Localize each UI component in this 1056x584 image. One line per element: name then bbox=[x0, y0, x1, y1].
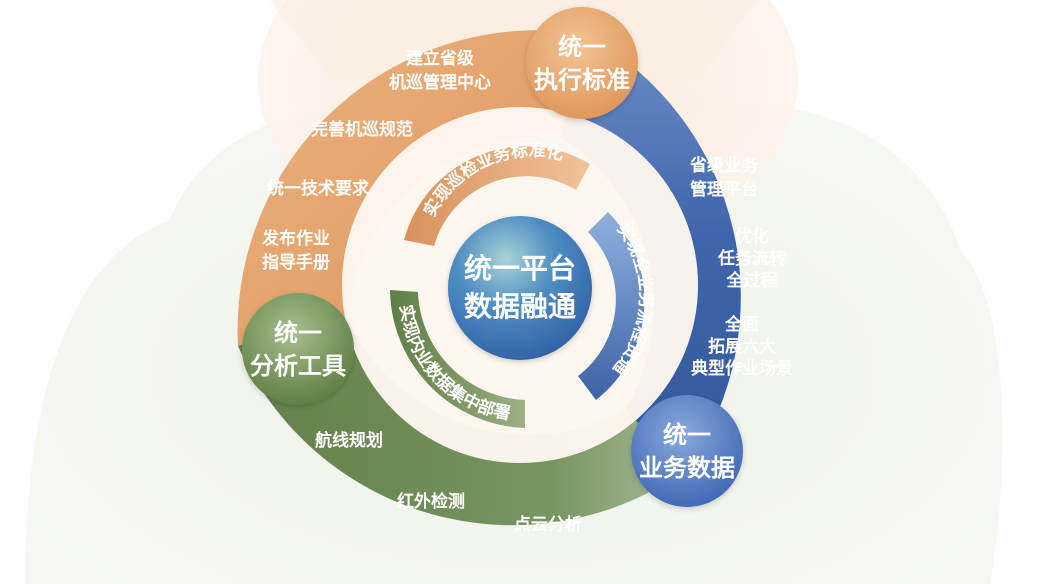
orange-item-2-line1: 完善机巡规范 bbox=[311, 119, 413, 140]
blue-item-2-line1: 优化 bbox=[735, 226, 769, 247]
blue-item-3-line3: 典型作业场景 bbox=[691, 358, 793, 379]
badge-business-line2: 业务数据 bbox=[639, 454, 735, 482]
orange-item-4-line1: 发布作业 bbox=[261, 228, 330, 249]
green-item-2: 红外检测 bbox=[397, 491, 465, 512]
blue-item-3-line2: 拓展六大 bbox=[708, 336, 776, 357]
green-segment bbox=[238, 318, 686, 526]
badge-analysis-line2: 分析工具 bbox=[250, 352, 346, 380]
orange-item-4-line2: 指导手册 bbox=[262, 252, 330, 273]
green-item-3: 点云分析 bbox=[514, 514, 582, 535]
blue-item-1-line2: 管理平台 bbox=[690, 179, 758, 200]
arc-data bbox=[390, 290, 525, 428]
green-item-1: 航线规划 bbox=[315, 430, 383, 451]
badge-business: 统一 业务数据 bbox=[631, 395, 743, 507]
center-hub: 统一平台 数据融通 bbox=[448, 216, 592, 360]
badge-execution: 统一 执行标准 bbox=[526, 7, 638, 119]
orange-item-3-line1: 统一技术要求 bbox=[267, 178, 369, 199]
orange-item-1-line1: 建立省级 bbox=[406, 48, 474, 69]
center-line2: 数据融通 bbox=[464, 290, 576, 323]
blue-item-3-line1: 全面 bbox=[724, 314, 759, 335]
orange-items: 建立省级 机巡管理中心 完善机巡规范 统一技术要求 发布作业 指导手册 bbox=[261, 48, 491, 273]
badge-execution-line1: 统一 bbox=[558, 33, 606, 61]
badge-analysis: 统一 分析工具 bbox=[242, 293, 354, 405]
blue-item-2-line2: 任务流转 bbox=[717, 248, 786, 269]
badge-execution-line2: 执行标准 bbox=[534, 66, 630, 94]
badge-business-line1: 统一 bbox=[663, 421, 711, 449]
blue-item-1-line1: 省级业务 bbox=[689, 155, 759, 176]
blue-item-2-line3: 全过程 bbox=[726, 270, 778, 291]
arc-standardize bbox=[404, 146, 590, 246]
orange-item-1-line2: 机巡管理中心 bbox=[389, 72, 491, 93]
green-items: 航线规划 红外检测 点云分析 bbox=[315, 430, 582, 535]
arc-process bbox=[578, 212, 645, 400]
blue-items: 省级业务 管理平台 优化 任务流转 全过程 全面 拓展六大 典型作业场景 bbox=[689, 155, 793, 379]
badge-analysis-line1: 统一 bbox=[274, 319, 322, 347]
center-line1: 统一平台 bbox=[464, 252, 576, 285]
inner-arcs bbox=[390, 146, 645, 428]
